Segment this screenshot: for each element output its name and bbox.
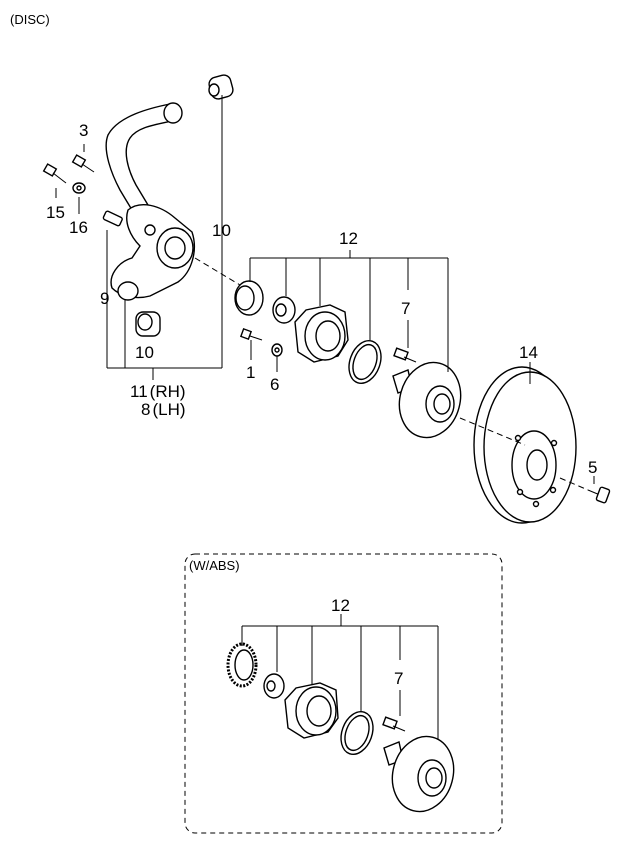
callout-8: 8(LH) <box>141 400 186 419</box>
callout-9: 9 <box>100 289 109 308</box>
inset-hub-flange <box>383 735 455 813</box>
inset-lock-nut <box>263 673 285 699</box>
callout-16: 16 <box>69 218 88 237</box>
inset-bearing-housing <box>284 682 339 739</box>
bolt-15 <box>42 163 67 184</box>
callout-11: 11(RH) <box>130 382 186 401</box>
inset-callout-12: 12 <box>331 596 350 615</box>
inset-callout-7: 7 <box>394 669 403 688</box>
callout-14: 14 <box>519 343 538 362</box>
bolt-3 <box>71 154 95 173</box>
hub-assembly <box>234 280 462 439</box>
lock-nut <box>272 296 296 324</box>
callout-10-bottom: 10 <box>135 343 154 362</box>
abs-inset: (W/ABS) <box>184 553 503 834</box>
hub-flange <box>392 361 462 439</box>
abs-tone-ring <box>226 642 258 688</box>
washer-6 <box>271 343 283 357</box>
hub-cap <box>234 280 264 316</box>
brake-disc <box>459 366 577 524</box>
inset-title: (W/ABS) <box>189 558 240 573</box>
upper-bushing <box>208 74 234 100</box>
callout-7: 7 <box>401 299 410 318</box>
lower-eye <box>117 281 139 301</box>
callout-3: 3 <box>79 121 88 140</box>
diagram-title: (DISC) <box>10 12 50 27</box>
wheel-stud-7 <box>393 347 417 363</box>
inset-wheel-stud-7 <box>382 716 406 732</box>
seal-ring <box>348 339 382 385</box>
lower-bushing <box>135 311 161 337</box>
bolt-1 <box>239 327 263 341</box>
bolt-5 <box>559 477 611 504</box>
callout-10-top: 10 <box>212 221 231 240</box>
callout-6: 6 <box>270 375 279 394</box>
callout-12: 12 <box>339 229 358 248</box>
stud-9 <box>102 210 123 227</box>
knuckle-upper-arm <box>105 103 177 211</box>
washer-16 <box>72 182 86 194</box>
hub-callout-leaders <box>249 250 449 372</box>
callout-15: 15 <box>46 203 65 222</box>
bearing-housing <box>294 304 349 363</box>
inset-seal-ring <box>340 710 374 756</box>
callout-5: 5 <box>588 458 597 477</box>
callout-1: 1 <box>246 363 255 382</box>
knuckle-assembly <box>42 74 241 337</box>
arm-eye <box>163 102 183 124</box>
knuckle-callout-leaders <box>55 95 223 380</box>
